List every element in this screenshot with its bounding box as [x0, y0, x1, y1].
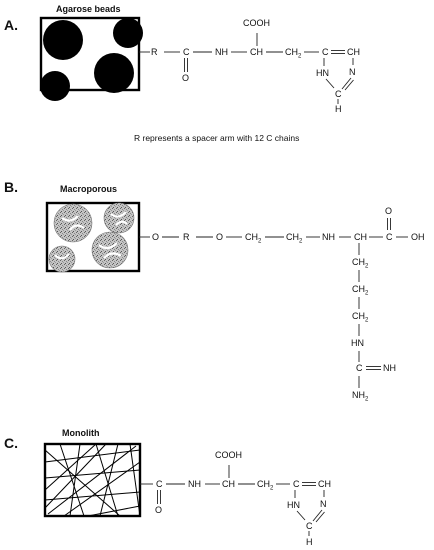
panel-a-title: Agarose beads — [56, 4, 121, 14]
guanidino-nh2: NH2 — [352, 390, 369, 403]
panel-c-structure: C O NH CH COOH CH2 C CH HN N C — [140, 450, 331, 547]
methylene-ch2-a: CH2 — [245, 232, 262, 245]
ring-n: N — [349, 67, 356, 77]
guanidino-nh: NH — [383, 363, 396, 373]
acid-o: O — [385, 206, 392, 216]
monolith-box — [43, 442, 142, 518]
porous-particle — [53, 203, 93, 243]
carboxyl-cooh: COOH — [243, 18, 270, 28]
ring-n: N — [320, 499, 327, 509]
panel-a-structure: R C O NH CH COOH CH2 C CH HN N — [139, 18, 360, 114]
agarose-bead — [40, 71, 70, 101]
ring-h: H — [335, 104, 342, 114]
ring-hn: HN — [316, 68, 329, 78]
panel-c-letter: C. — [4, 435, 18, 451]
ring-ch: CH — [347, 47, 360, 57]
acid-oh: OH — [411, 232, 425, 242]
spacer-note: R represents a spacer arm with 12 C chai… — [134, 133, 299, 143]
methylene-ch2-c: CH2 — [352, 257, 369, 270]
alpha-ch: CH — [222, 479, 235, 489]
methylene-ch2: CH2 — [257, 479, 274, 492]
ring-ch: CH — [318, 479, 331, 489]
ring-hn: HN — [287, 500, 300, 510]
porous-particle — [91, 231, 129, 269]
acid-c: C — [386, 232, 393, 242]
panel-b-letter: B. — [4, 179, 18, 195]
porous-particle — [103, 202, 135, 234]
agarose-bead — [43, 20, 83, 60]
carboxyl-cooh: COOH — [215, 450, 242, 460]
panel-c-title: Monolith — [62, 428, 100, 438]
macroporous-box — [45, 201, 141, 273]
ring-h: H — [306, 537, 313, 547]
guanidino-c: C — [356, 363, 363, 373]
alpha-ch: CH — [354, 232, 367, 242]
amine-nh: NH — [322, 232, 335, 242]
spacer-r: R — [151, 47, 158, 57]
ether-o2: O — [216, 232, 223, 242]
carbonyl-c: C — [183, 47, 190, 57]
methylene-ch2-d: CH2 — [352, 284, 369, 297]
ring-c: C — [322, 47, 329, 57]
panel-a-letter: A. — [4, 17, 18, 33]
panel-b: B. Macroporous O R — [4, 179, 425, 403]
carbonyl-o: O — [182, 73, 189, 83]
carbonyl-c: C — [156, 479, 163, 489]
methylene-ch2-b: CH2 — [286, 232, 303, 245]
monolith-network — [44, 443, 141, 517]
amine-nh: NH — [188, 479, 201, 489]
methylene-ch2-e: CH2 — [352, 311, 369, 324]
ring-c: C — [293, 479, 300, 489]
porous-particle — [48, 245, 76, 273]
panel-a: A. Agarose beads R C O NH CH COOH CH2 — [4, 4, 360, 143]
panel-b-structure: O R O CH2 CH2 NH CH C O OH CH2 CH2 C — [139, 206, 425, 403]
ring-c2: C — [306, 521, 313, 531]
ring-c2: C — [335, 89, 342, 99]
guanidino-hn: HN — [351, 338, 364, 348]
agarose-bead-box — [39, 16, 143, 101]
alpha-ch: CH — [250, 47, 263, 57]
amine-nh: NH — [215, 47, 228, 57]
ether-o1: O — [152, 232, 159, 242]
panel-b-title: Macroporous — [60, 184, 117, 194]
spacer-r: R — [183, 232, 190, 242]
carbonyl-o: O — [155, 505, 162, 515]
agarose-bead — [94, 53, 134, 93]
panel-c: C. Monolith C — [4, 428, 331, 547]
agarose-bead — [113, 18, 143, 48]
methylene-ch2: CH2 — [285, 47, 302, 60]
